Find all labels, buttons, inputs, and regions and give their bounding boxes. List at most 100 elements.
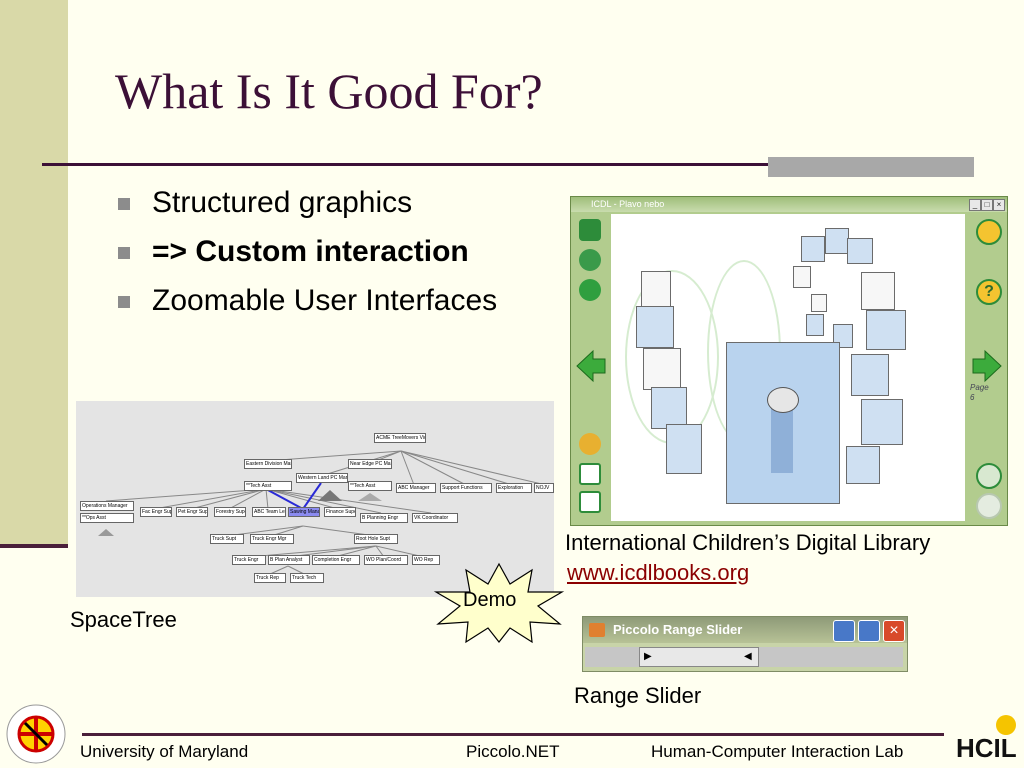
book-thumbnail[interactable]: [825, 228, 849, 254]
maximize-icon[interactable]: □: [981, 199, 993, 211]
tree-node[interactable]: Truck Tech: [290, 573, 324, 583]
zoom-in-icon[interactable]: [976, 463, 1002, 489]
tree-node[interactable]: Operations Manager: [80, 501, 134, 511]
left-handle-icon[interactable]: ◀: [744, 651, 752, 662]
demo-starburst-icon[interactable]: [432, 562, 566, 644]
layout-icon[interactable]: [579, 463, 601, 485]
maximize-icon[interactable]: [858, 620, 880, 642]
tree-node[interactable]: Pet Engr Supervisor: [176, 507, 208, 517]
tree-node[interactable]: Eastern Division Manager: [244, 459, 292, 469]
footer-project: Piccolo.NET: [466, 742, 560, 761]
palette-icon[interactable]: [579, 433, 601, 455]
tree-node[interactable]: NOJV: [534, 483, 554, 493]
book-thumbnail[interactable]: [811, 294, 827, 312]
page-label: Page: [970, 383, 989, 392]
close-icon[interactable]: ×: [883, 620, 905, 642]
close-icon[interactable]: ×: [993, 199, 1005, 211]
demo-label[interactable]: Demo: [463, 589, 517, 611]
minimize-icon[interactable]: _: [969, 199, 981, 211]
bullet-text: Structured graphics: [152, 186, 413, 219]
book-thumbnail[interactable]: [643, 348, 681, 390]
java-cup-icon: [589, 623, 605, 637]
title-accent-bar: [768, 157, 974, 177]
page-number: 6: [970, 393, 975, 402]
book-thumbnail[interactable]: [866, 310, 906, 350]
book-thumbnail[interactable]: [847, 238, 873, 264]
bullet-square-icon: [118, 247, 130, 259]
tree-node[interactable]: WO Rep: [412, 555, 440, 565]
tree-node[interactable]: Completion Engr: [312, 555, 360, 565]
book-thumbnail[interactable]: [636, 306, 674, 348]
book-cover-large[interactable]: [726, 342, 840, 504]
book-thumbnail[interactable]: [851, 354, 889, 396]
tree-node[interactable]: **Ops Asst: [80, 513, 134, 523]
forward-arrow-icon[interactable]: [971, 349, 1003, 383]
spacetree-screenshot: ACME TreeMovers Vice President Eastern D…: [76, 401, 554, 597]
tree-node[interactable]: Truck Engr Mgr: [250, 534, 294, 544]
book-thumbnail[interactable]: [651, 387, 687, 429]
icdl-link[interactable]: www.icdlbooks.org: [567, 560, 750, 585]
svg-text:HCIL: HCIL: [956, 733, 1017, 763]
book-thumbnail[interactable]: [793, 266, 811, 288]
book-thumbnail[interactable]: [666, 424, 702, 474]
bullet-square-icon: [118, 296, 130, 308]
tree-node[interactable]: **Tech Asst: [348, 481, 392, 491]
range-slider-caption: Range Slider: [574, 683, 702, 708]
bullet-item: Zoomable User Interfaces: [118, 284, 497, 333]
icdl-window: ICDL - Plavo nebo _ □ × ? Page 6: [570, 196, 1008, 526]
tree-node[interactable]: ABC Manager: [396, 483, 436, 493]
slide-title: What Is It Good For?: [115, 63, 543, 119]
tree-node[interactable]: **Tech Asst: [244, 481, 292, 491]
bullet-text: => Custom interaction: [152, 235, 469, 268]
tree-node[interactable]: ACME TreeMovers Vice President: [374, 433, 426, 443]
tree-node[interactable]: Finance Supervisor: [324, 507, 356, 517]
book-icon[interactable]: [579, 219, 601, 241]
bullet-item: => Custom interaction: [118, 235, 497, 284]
book-zoom-canvas[interactable]: [611, 214, 965, 521]
title-underline: [42, 163, 972, 166]
book-thumbnail[interactable]: [846, 446, 880, 484]
left-sidebar-band: [0, 0, 68, 548]
right-handle-icon[interactable]: ▶: [644, 651, 652, 662]
tree-node[interactable]: Truck Rep: [254, 573, 286, 583]
book-thumbnail[interactable]: [806, 314, 824, 336]
tree-node[interactable]: Fac Engr Supervisor: [140, 507, 172, 517]
bullet-item: Structured graphics: [118, 186, 497, 235]
leaf-icon[interactable]: [579, 279, 601, 301]
zoom-out-icon[interactable]: [976, 493, 1002, 519]
umd-seal-logo: [6, 704, 66, 764]
tree-node[interactable]: ABC Team Leader: [252, 507, 286, 517]
bullet-text: Zoomable User Interfaces: [152, 284, 498, 317]
tree-node[interactable]: B Plan Analyst: [268, 555, 310, 565]
tree-node[interactable]: WO Plan/Coord: [364, 555, 408, 565]
book-thumbnail[interactable]: [861, 399, 903, 445]
tree-node[interactable]: Forestry Supervisor: [214, 507, 246, 517]
icdl-window-title: ICDL - Plavo nebo: [591, 199, 665, 209]
tree-node[interactable]: Exploration: [496, 483, 532, 493]
book-thumbnail[interactable]: [641, 271, 671, 307]
tree-node[interactable]: Support Functions: [440, 483, 492, 493]
minimize-icon[interactable]: [833, 620, 855, 642]
range-slider-window-title: Piccolo Range Slider: [613, 622, 743, 637]
tree-node[interactable]: Near Edge PC Manager: [348, 459, 392, 469]
tree-node[interactable]: Root Hole Supt: [354, 534, 398, 544]
icdl-titlebar: ICDL - Plavo nebo _ □ ×: [571, 197, 1007, 212]
tree-node[interactable]: B Planning Engr: [360, 513, 408, 523]
tree-node[interactable]: Truck Engr: [232, 555, 266, 565]
book-thumbnail[interactable]: [801, 236, 825, 262]
grid-icon[interactable]: [579, 249, 601, 271]
tree-node[interactable]: Truck Supt: [210, 534, 244, 544]
tree-node[interactable]: Western Land PC Manager: [296, 473, 348, 483]
tree-node[interactable]: VK Coordinator: [412, 513, 458, 523]
close-x-icon[interactable]: [976, 219, 1002, 245]
icdl-caption: International Children’s Digital Library: [565, 530, 931, 555]
tree-node-selected[interactable]: Sawing Manager: [288, 507, 320, 517]
bullet-square-icon: [118, 198, 130, 210]
layout-alt-icon[interactable]: [579, 491, 601, 513]
book-thumbnail[interactable]: [861, 272, 895, 310]
slider-range-thumb[interactable]: ▶ ◀: [639, 647, 759, 667]
range-slider-titlebar: Piccolo Range Slider ×: [583, 617, 907, 643]
spacetree-caption: SpaceTree: [70, 607, 177, 632]
back-arrow-icon[interactable]: [575, 349, 607, 383]
help-icon[interactable]: ?: [976, 279, 1002, 305]
